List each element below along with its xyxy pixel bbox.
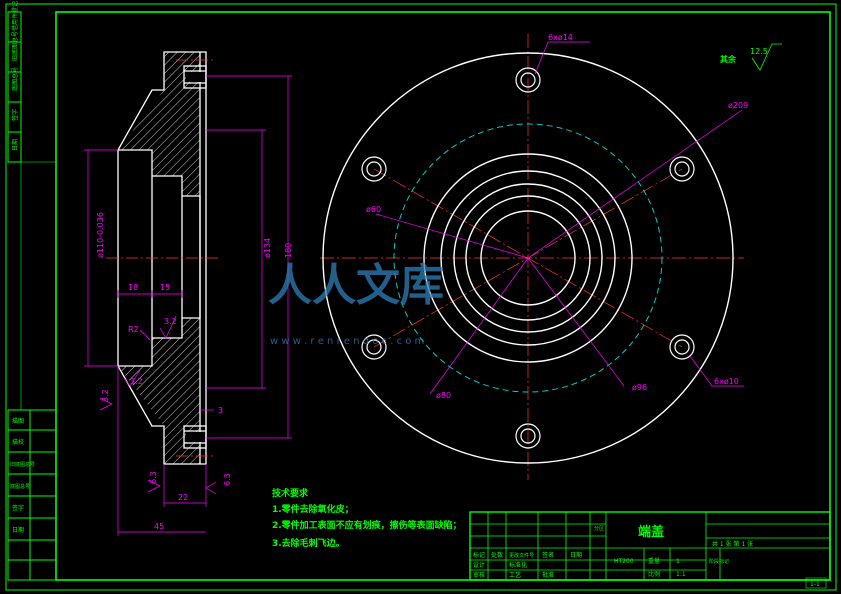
- front-view: 6xø14 ø209 ø60 ø80 ø96 6xø10: [320, 33, 748, 480]
- finish-label: 其余: [720, 54, 737, 64]
- label-zone: 分区: [594, 525, 604, 532]
- roughness-4: 6.3: [149, 471, 158, 484]
- label-standard: 标准化: [509, 561, 527, 569]
- label-d96: ø96: [632, 383, 647, 392]
- label-check: 审核: [473, 571, 485, 579]
- dim-w18: 18: [128, 283, 138, 292]
- dim-d134: ø134: [263, 238, 272, 258]
- figure-no: 1-1: [810, 581, 820, 588]
- side-section-view: [106, 51, 220, 465]
- title-block-text: 端盖 HT200 重量 1 比例 1:1 共 1 张 第 1 张 标记 处数 更…: [473, 524, 820, 588]
- strip-label-11: 日期: [12, 526, 24, 534]
- label-holes-top: 6xø14: [548, 33, 573, 42]
- scale-label: 比例: [648, 570, 660, 578]
- roughness-5: 6.3: [223, 473, 232, 486]
- strip-label-3: 底图总号: [11, 67, 19, 91]
- dim-d180: 180: [284, 243, 293, 258]
- strip-label-5: 日期: [11, 139, 19, 151]
- scale-value: 1:1: [676, 571, 686, 578]
- label-d60: ø60: [366, 205, 381, 214]
- bolt-circle: [393, 123, 663, 393]
- inner-border: [55, 11, 831, 581]
- tech-item-2: 2.零件加工表面不应有划痕，擦伤等表面缺陷；: [272, 519, 462, 531]
- strip-label-7: 描校: [12, 438, 24, 446]
- hatch-mask-2: [118, 354, 152, 366]
- label-d80: ø80: [436, 391, 451, 400]
- bolt-holes: [361, 67, 695, 449]
- roughness-symbols: [99, 315, 217, 495]
- strip-label-2: 旧底图总号: [11, 31, 19, 61]
- dim-r2: R2: [128, 325, 139, 334]
- label-file: 更改文件号: [509, 552, 534, 559]
- finish-symbol: [751, 43, 782, 71]
- part-name: 端盖: [638, 524, 664, 540]
- dim-w15: 15: [160, 283, 170, 292]
- label-date: 日期: [570, 551, 582, 559]
- front-dim-labels: 6xø14 ø209 ø60 ø80 ø96 6xø10: [366, 33, 748, 400]
- hatch-mask-1: [118, 150, 152, 160]
- strip-label-1: 借用件登记: [11, 1, 19, 31]
- dim-d110: ø110-0.036: [96, 212, 105, 258]
- label-mark: 标记: [473, 551, 485, 559]
- strip-label-6: 描图: [12, 417, 24, 425]
- front-circles: [322, 52, 734, 464]
- label-count: 处数: [491, 551, 503, 559]
- label-holes-bottom: 6xø10: [714, 377, 739, 386]
- tech-title: 技术要求: [272, 487, 309, 499]
- label-process: 工艺: [509, 571, 521, 579]
- circle-134: [423, 153, 633, 363]
- tech-item-3: 3.去除毛刺飞边。: [272, 537, 345, 549]
- strip-label-10: 签字: [12, 504, 24, 512]
- left-strip-labels: 借用件登记 旧底图总号 底图总号 签字 日期 描图 描校 旧底图总号 底图总号 …: [10, 1, 35, 534]
- strip-label-8: 旧底图总号: [10, 461, 35, 468]
- surface-finish-note: 其余 12.5: [720, 43, 782, 71]
- outer-border: [5, 3, 837, 591]
- side-dim-labels: ø110-0.036 ø134 180 18 15 R2 3 22 45 3.2…: [96, 212, 293, 531]
- label-designer: 设计: [473, 561, 485, 569]
- qty-label: 重量: [648, 557, 660, 565]
- outer-circle: [322, 52, 734, 464]
- strip-label-9: 底图总号: [10, 483, 30, 490]
- label-sign: 签名: [542, 551, 554, 559]
- side-dimensions: [84, 75, 292, 536]
- dim-w45: 45: [154, 522, 164, 531]
- circle-96: [453, 183, 603, 333]
- dim-w22: 22: [178, 493, 188, 502]
- side-centerlines: [106, 59, 220, 457]
- roughness-3: 3.2: [101, 389, 110, 402]
- watermark-text: 人人文库: [268, 260, 444, 311]
- front-leaders: [375, 41, 744, 395]
- label-d209: ø209: [728, 101, 748, 110]
- sheet-text: 共 1 张 第 1 张: [712, 540, 753, 548]
- title-block: [469, 511, 831, 589]
- finish-value: 12.5: [750, 47, 768, 56]
- circle-60: [480, 210, 576, 306]
- dim-w3: 3: [218, 406, 223, 415]
- label-stage: 阶段标记: [709, 558, 729, 565]
- circle-110: [440, 170, 616, 346]
- material: HT200: [614, 558, 634, 565]
- tech-requirements: 技术要求 1.零件去除氧化皮； 2.零件加工表面不应有划痕，擦伤等表面缺陷； 3…: [272, 487, 462, 549]
- drawing-frame: [5, 3, 837, 591]
- strip-label-4: 签字: [11, 109, 19, 121]
- tech-item-1: 1.零件去除氧化皮；: [272, 503, 354, 515]
- circle-80: [465, 195, 591, 321]
- watermark-url: w w w . r e n r e n d o c . c o m: [270, 336, 424, 347]
- roughness-2: 3.2: [130, 377, 143, 386]
- label-approve: 批准: [542, 571, 554, 579]
- roughness-1: 3.2: [164, 317, 177, 326]
- watermark: 人人文库 w w w . r e n r e n d o c . c o m: [268, 260, 444, 347]
- qty-value: 1: [676, 558, 680, 565]
- left-strip-bottom: [7, 409, 57, 581]
